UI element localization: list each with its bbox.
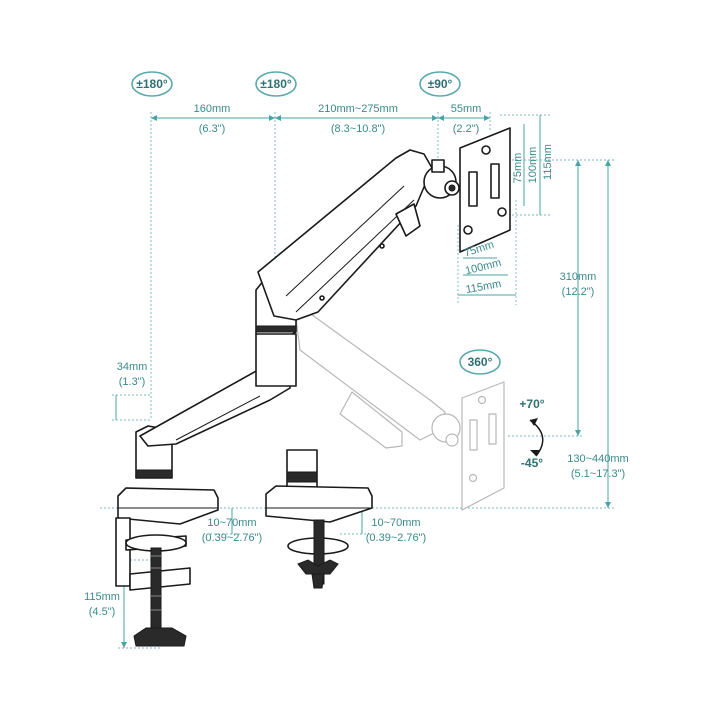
height-in: (12.2"): [562, 286, 595, 298]
rotation-middle-label: ±180°: [260, 77, 292, 91]
rotation-badge-base: ±180°: [131, 71, 173, 97]
vesa-h100: 100mm: [464, 257, 503, 278]
rotation-base-label: ±180°: [136, 77, 168, 91]
depth-mm: 130~440mm: [567, 453, 628, 465]
vesa-v100: 100mm: [527, 147, 539, 184]
head-in: (2.2"): [453, 123, 480, 135]
desk-clamp: [115, 487, 219, 647]
tilt-down-label: -45°: [521, 456, 543, 470]
upper-arm-in: (8.3~10.8"): [331, 123, 385, 135]
arm-main: [135, 127, 511, 479]
depth-in: (5.1~17.3"): [571, 468, 625, 480]
pole-offset-mm: 34mm: [117, 361, 148, 373]
dimension-labels: 160mm (6.3") 210mm~275mm (8.3~10.8") 55m…: [84, 103, 629, 618]
arm-lowered-ghost: [295, 311, 505, 511]
grommet-mount: [265, 449, 373, 589]
lower-arm-mm: 160mm: [194, 103, 231, 115]
upper-arm-mm: 210mm~275mm: [318, 103, 398, 115]
vesa-v75: 75mm: [512, 153, 524, 184]
tilt-indicator: +70° -45°: [519, 397, 544, 470]
grommet-mm: 10~70mm: [371, 517, 420, 529]
rotation-badge-head: ±90°: [419, 71, 461, 97]
pole-offset-in: (1.3"): [119, 376, 146, 388]
vesa-v115: 115mm: [542, 144, 554, 180]
clamp-mm: 115mm: [84, 591, 120, 603]
height-mm: 310mm: [560, 271, 597, 283]
clamp-in: (4.5"): [89, 606, 116, 618]
dimension-lines: [100, 112, 614, 649]
vesa-h115: 115mm: [465, 278, 502, 296]
desk-clamp-mm: 10~70mm: [207, 517, 256, 529]
grommet-in: (0.39~2.76"): [366, 532, 426, 544]
lower-arm-in: (6.3"): [199, 123, 226, 135]
rotation-head-label: ±90°: [428, 77, 453, 91]
rotation-badge-middle: ±180°: [255, 71, 297, 97]
tilt-up-label: +70°: [519, 397, 544, 411]
head-mm: 55mm: [451, 103, 482, 115]
desk-clamp-in: (0.39~2.76"): [202, 532, 262, 544]
rotation-badge-screen: 360°: [459, 349, 501, 375]
rotation-screen-label: 360°: [468, 355, 493, 369]
